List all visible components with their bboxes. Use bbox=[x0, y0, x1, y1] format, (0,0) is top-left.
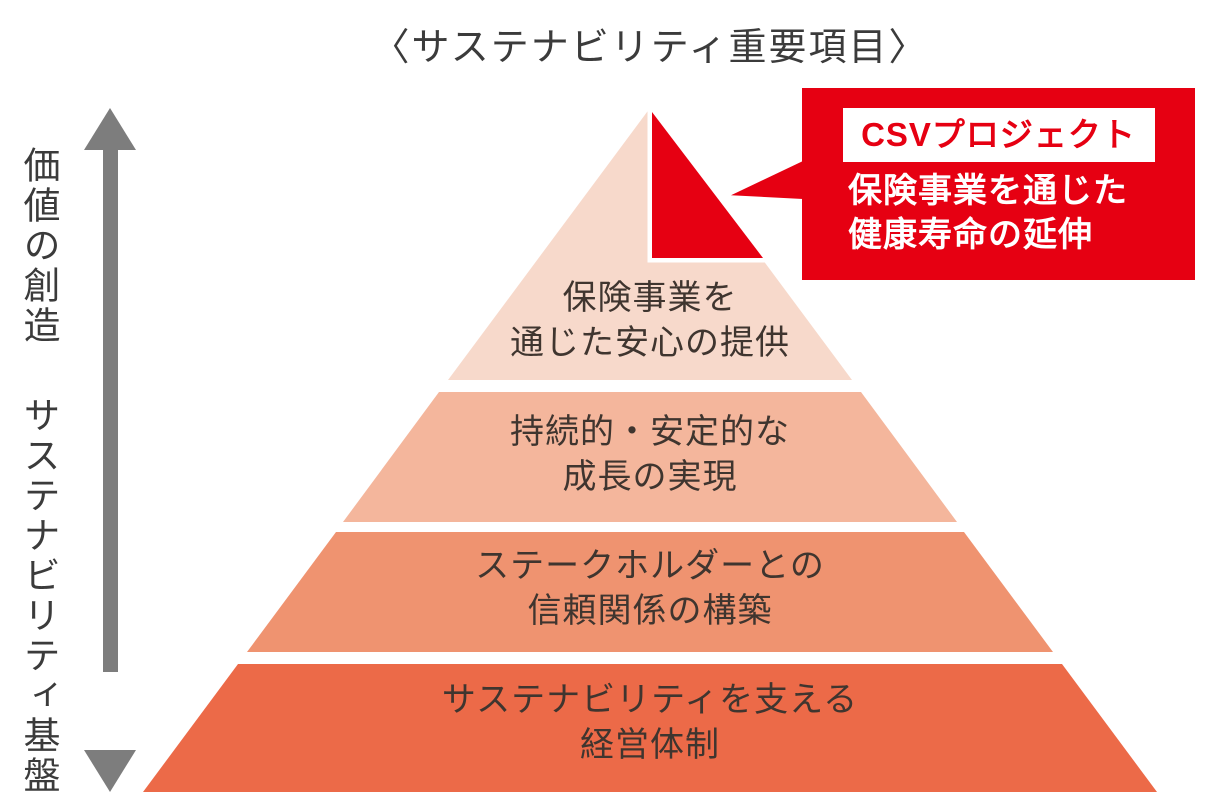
value-axis-arrow-icon bbox=[84, 108, 136, 792]
pyramid-layer-1-label: 保険事業を 通じた安心の提供 bbox=[510, 279, 790, 362]
pyramid-layer-3-shape bbox=[247, 532, 1053, 652]
axis-label-sustainability-base: サステナビリティ基盤 bbox=[18, 396, 59, 796]
axis-label-value-creation: 価値の創造 bbox=[18, 146, 59, 346]
pyramid-layer-3-label: ステークホルダーとの 信頼関係の構築 bbox=[475, 547, 825, 630]
pyramid-layer-2-shape bbox=[343, 392, 957, 522]
csv-project-callout: CSVプロジェクト 保険事業を通じた 健康寿命の延伸 bbox=[802, 88, 1195, 280]
csv-project-tag: CSVプロジェクト bbox=[842, 108, 1155, 162]
arrow-shaft bbox=[103, 140, 118, 672]
pyramid-layer-4-shape bbox=[143, 664, 1157, 792]
csv-highlight-triangle bbox=[647, 98, 773, 263]
pyramid-layer-2-label: 持続的・安定的な 成長の実現 bbox=[510, 413, 790, 496]
pyramid-layer-4-label: サステナビリティを支える 経営体制 bbox=[441, 681, 859, 764]
arrow-head-up bbox=[84, 108, 136, 150]
diagram-title: 〈サステナビリティ重要項目〉 bbox=[371, 27, 929, 69]
arrow-head-down bbox=[84, 750, 136, 792]
csv-project-description: 保険事業を通じた 健康寿命の延伸 bbox=[848, 172, 1128, 254]
